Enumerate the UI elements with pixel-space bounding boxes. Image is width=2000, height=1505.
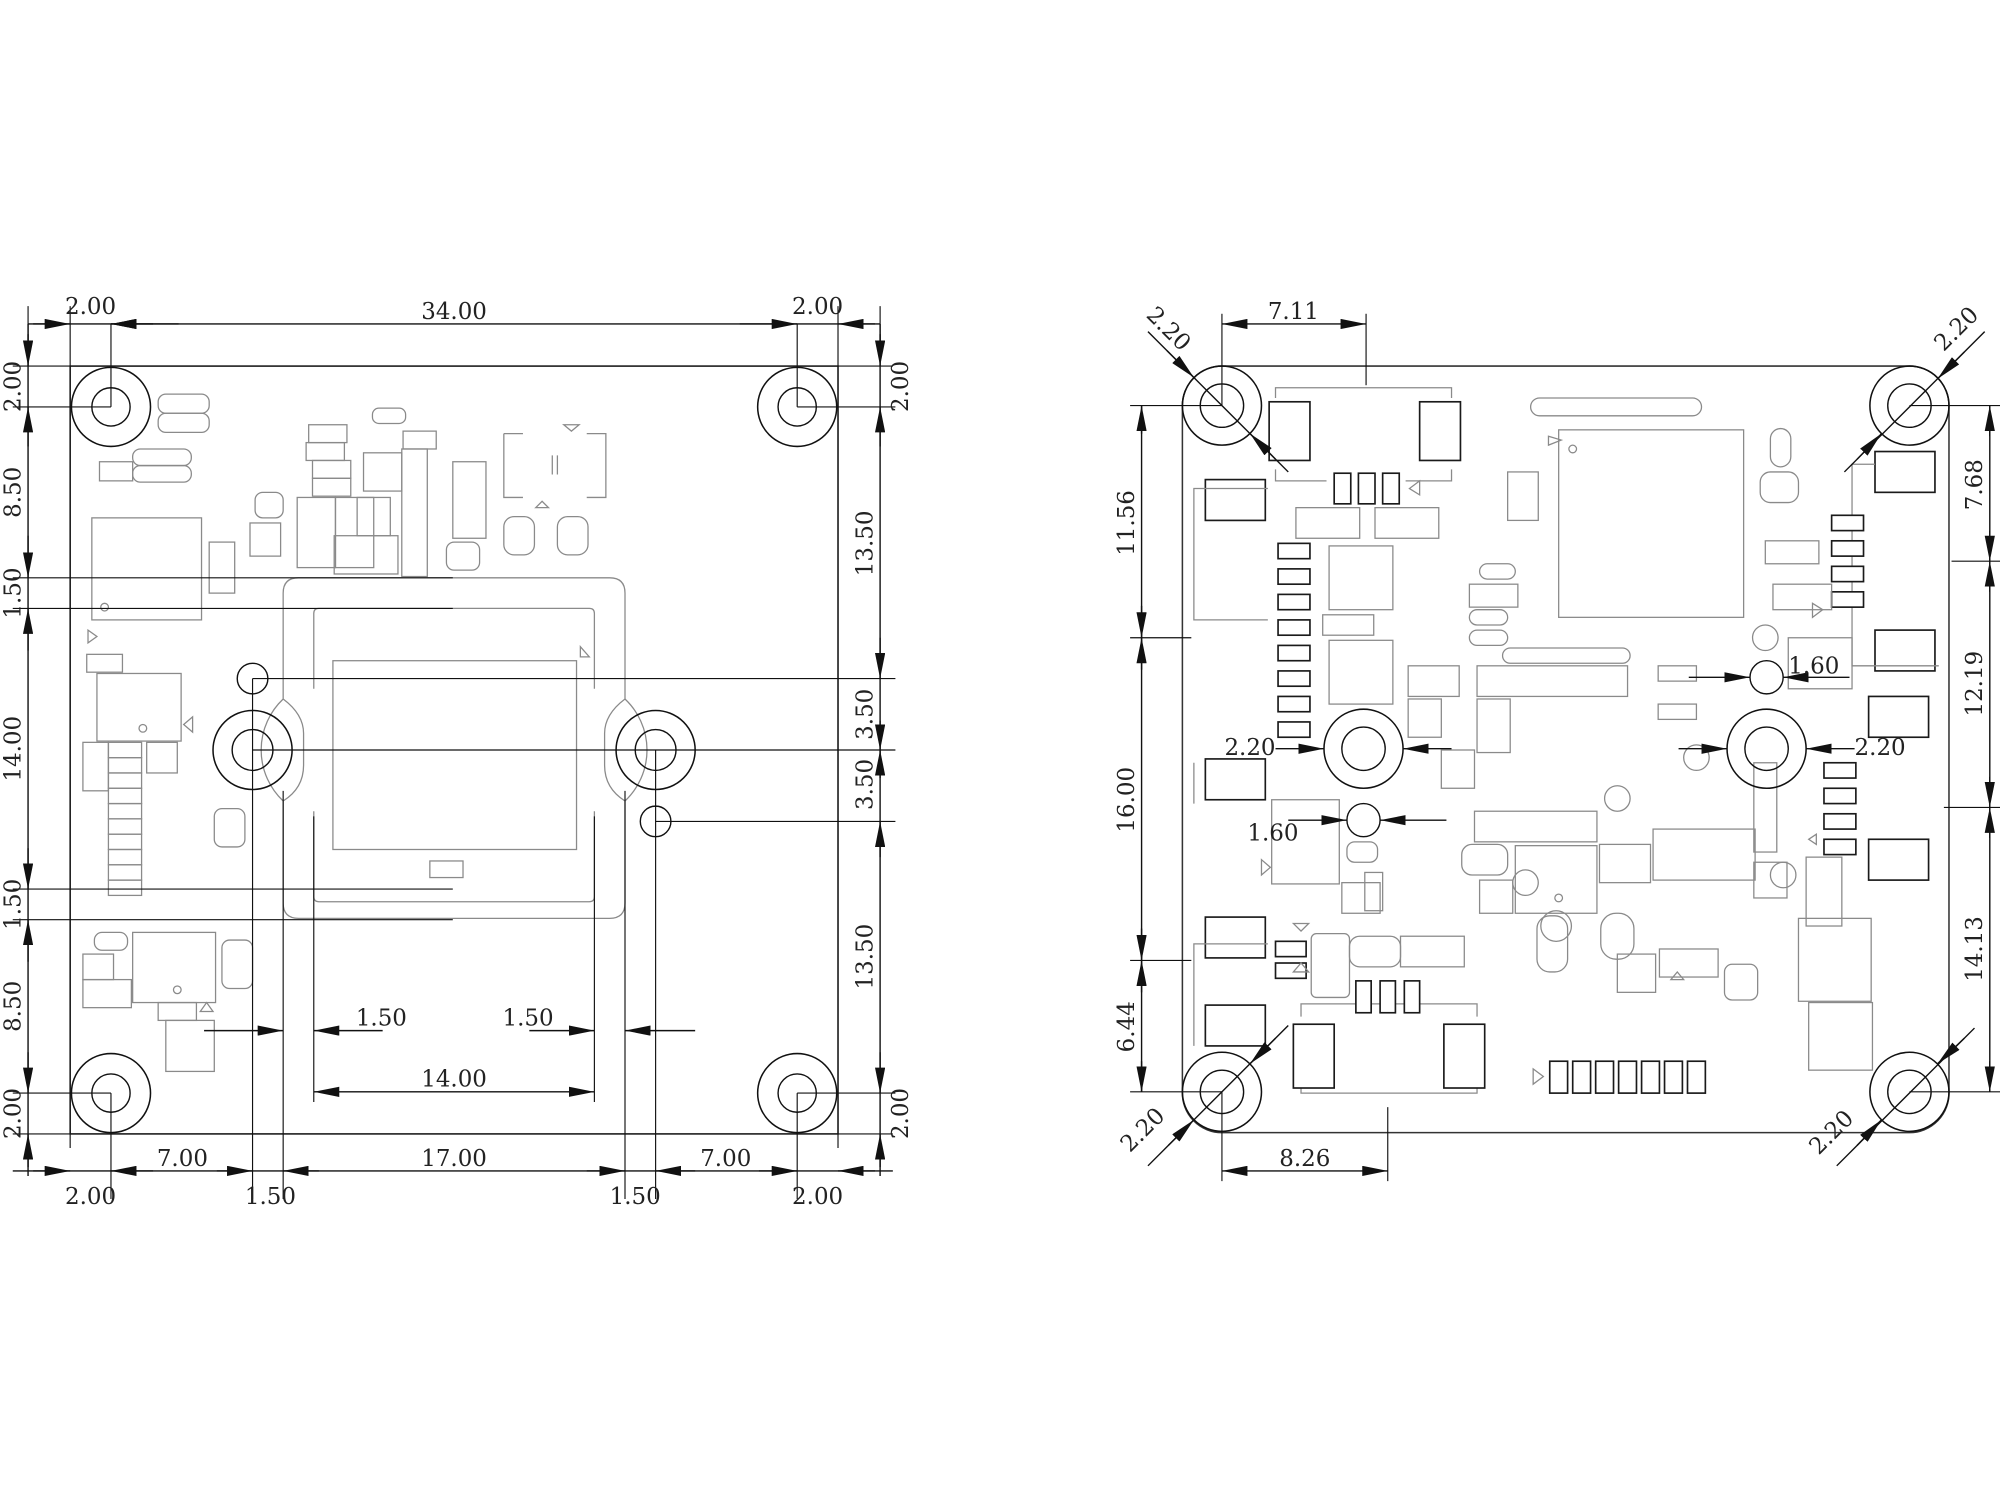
- dim-top-left-margin: 2.00: [65, 294, 116, 320]
- right-vertical-dimension-chain: 2.00 13.50 3.50 3.50 13.50 2.00: [252, 323, 914, 1177]
- right-board-right-vertical-chain: 7.68 12.19 14.13: [1909, 405, 2000, 1093]
- ic-pin1-dot: [100, 602, 110, 612]
- passive-cluster-left-mid: [213, 808, 246, 848]
- dim-right-board-right-mid: 12.19: [1962, 651, 1988, 717]
- dim-left-upper: 8.50: [0, 467, 26, 518]
- misc-pads: [1274, 940, 1307, 980]
- passive-cluster-top-left: [98, 393, 210, 483]
- passive-array-left: [82, 741, 178, 897]
- sensor-cap: [429, 860, 464, 879]
- dim-top-span: 34.00: [421, 299, 487, 325]
- dim-inner-holes: 2.20 2.20 1.60 1.60: [1224, 653, 1905, 846]
- main-soc: [1558, 429, 1745, 618]
- dim-right-mid-lower: 3.50: [852, 759, 878, 810]
- lens-holder-frame: [282, 577, 626, 920]
- dim-top-connector-offset: 7.11: [1268, 299, 1319, 325]
- edge-pads-right: [1851, 450, 1939, 881]
- dim-inner-hole-left: 2.20: [1224, 735, 1275, 761]
- top-dimension-chain: 2.00 34.00 2.00: [27, 294, 881, 1148]
- passive-row-top: [1529, 397, 1703, 417]
- soc-pin1-dot: [1568, 444, 1578, 454]
- dim-left-bottom-edge: 2.00: [0, 1088, 26, 1139]
- dim-inner-width: 14.00: [421, 1067, 487, 1093]
- usb-connector-bottom: [1292, 980, 1486, 1094]
- edge-pads-left: [1193, 478, 1268, 1047]
- dim-left-top-edge: 2.00: [0, 361, 26, 412]
- ic-regulator: [96, 672, 182, 742]
- dim-hole-bottom-left: 2.20: [1116, 1103, 1171, 1158]
- soc-marker: [1547, 435, 1564, 447]
- dim-bottom-connector-offset: 8.26: [1279, 1146, 1330, 1172]
- dim-bottom-right-span: 7.00: [700, 1146, 751, 1172]
- dim-hole-top-left: 2.20: [1141, 302, 1196, 357]
- right-inner-holes: [1323, 660, 1807, 838]
- left-board: 2.00 34.00 2.00 2.00 8.50 1.50: [0, 294, 914, 1210]
- dim-right-mid-upper: 3.50: [852, 689, 878, 740]
- dim-inner-right-gap: 1.50: [503, 1006, 554, 1032]
- pad-row-bottom: [1532, 1060, 1707, 1094]
- inner-mount-hole: [1323, 708, 1404, 790]
- inductor-2: [1328, 639, 1394, 705]
- dim-small-hole-right: 1.60: [1788, 653, 1839, 679]
- image-sensor: [332, 660, 578, 851]
- dim-right-bottom-edge: 2.00: [888, 1088, 914, 1139]
- lens-holder-inner: [313, 607, 596, 903]
- dim-hole-top-right: 2.20: [1930, 302, 1985, 357]
- dim-inner-left-gap: 1.50: [356, 1006, 407, 1032]
- sensor-pin1-marker: [579, 644, 591, 658]
- triangle-marker: [182, 715, 194, 734]
- ic-upper-left: [91, 517, 203, 621]
- dim-left-mid: 14.00: [0, 716, 26, 782]
- dim-small-hole-left: 1.60: [1247, 821, 1298, 847]
- passive-cluster-bottom-left: [82, 931, 254, 1073]
- right-board-left-vertical-chain: 11.56 16.00 6.44: [1114, 405, 1222, 1093]
- component-r1: [86, 653, 124, 673]
- dim-inner-hole-right: 2.20: [1855, 735, 1906, 761]
- dim-right-top-edge: 2.00: [888, 361, 914, 412]
- dim-bottom-left-span: 7.00: [157, 1146, 208, 1172]
- dim-right-board-left-mid: 16.00: [1114, 767, 1140, 833]
- inner-dimension-lines: 1.50 1.50 14.00: [204, 678, 696, 1199]
- dim-right-board-left-upper: 11.56: [1114, 490, 1140, 556]
- dim-bottom-right-gap: 1.50: [610, 1184, 661, 1210]
- inductor-1: [1328, 545, 1394, 611]
- passive-cluster-right-board: [1260, 427, 1874, 1071]
- dim-right-lower: 13.50: [852, 924, 878, 990]
- left-vertical-dimension-chain: 2.00 8.50 1.50 14.00 1.50 8.50 2.00: [0, 323, 893, 1177]
- dim-bottom-connector: 8.26: [1221, 1091, 1389, 1182]
- component-c1: [208, 541, 236, 594]
- connector-outline-top: [503, 424, 607, 556]
- pad-column-left: [1277, 542, 1311, 739]
- bottom-dimension-chain: 2.00 7.00 1.50 17.00 1.50 7.00 2.00: [12, 1093, 893, 1210]
- passive-cluster-top-center: [249, 407, 487, 578]
- right-board: 7.11 8.26 2.20 2.20 2.20 2.20: [1114, 299, 2000, 1182]
- usb-connector-top: [1268, 387, 1462, 505]
- small-hole: [1749, 660, 1784, 695]
- dim-left-gap-lower: 1.50: [0, 879, 26, 930]
- dim-left-lower: 8.50: [0, 981, 26, 1032]
- dim-bottom-center-span: 17.00: [421, 1146, 487, 1172]
- ic-regulator-dot: [138, 723, 148, 733]
- dim-right-board-right-lower: 14.13: [1962, 916, 1988, 982]
- dim-top-connector: 7.11: [1221, 299, 1367, 406]
- pad-column-right: [1823, 514, 1865, 856]
- dim-bottom-left-edge: 2.00: [65, 1184, 116, 1210]
- small-hole: [1346, 802, 1381, 838]
- dim-top-right-margin: 2.00: [792, 294, 843, 320]
- secondary-ic-dot: [1554, 893, 1564, 903]
- secondary-ic: [1514, 845, 1598, 914]
- inner-mount-hole: [1726, 708, 1807, 790]
- dim-right-board-right-upper: 7.68: [1962, 459, 1988, 510]
- dim-right-upper: 13.50: [852, 511, 878, 577]
- dim-bottom-left-gap: 1.50: [245, 1184, 296, 1210]
- dim-left-gap-upper: 1.50: [0, 568, 26, 619]
- dim-right-board-left-lower: 6.44: [1114, 1001, 1140, 1052]
- dim-bottom-right-edge: 2.00: [792, 1184, 843, 1210]
- triangle-marker: [87, 628, 99, 645]
